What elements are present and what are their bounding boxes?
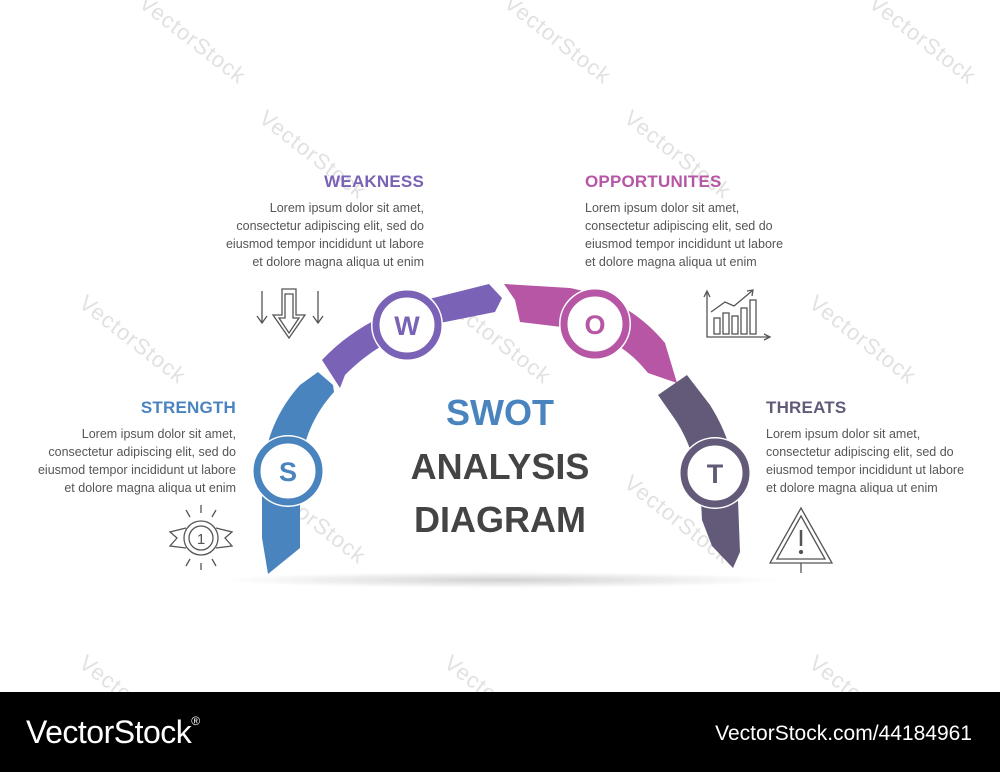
base-shadow: [222, 572, 782, 588]
footer-bar: VectorStock® VectorStock.com/44184961: [0, 692, 1000, 772]
text-line: eiusmod tempor incididunt ut labore: [225, 237, 424, 251]
text-line: et dolore magna aliqua ut enim: [585, 255, 757, 269]
svg-text:1: 1: [197, 531, 205, 548]
weakness-segment: [322, 284, 502, 388]
warning-sign-icon: [768, 506, 834, 573]
text-line: consectetur adipiscing elit, sed do: [585, 219, 773, 233]
weakness-circle: [371, 289, 443, 361]
center-title-diagram: DIAGRAM: [414, 499, 586, 540]
text-line: consectetur adipiscing elit, sed do: [48, 445, 236, 459]
growth-chart-icon: [703, 289, 772, 341]
brand-name: VectorStock: [26, 714, 192, 750]
swot-arc: S W O T 1: [168, 284, 834, 588]
brand-logo: VectorStock®: [26, 714, 200, 751]
text-line: consectetur adipiscing elit, sed do: [236, 219, 424, 233]
weakness-text: Lorem ipsum dolor sit amet, consectetur …: [184, 199, 424, 271]
award-medal-icon: 1: [168, 505, 234, 570]
strength-title: STRENGTH: [140, 398, 236, 417]
text-line: et dolore magna aliqua ut enim: [766, 481, 938, 495]
registered-mark: ®: [191, 714, 200, 728]
text-line: eiusmod tempor incididunt ut labore: [766, 463, 965, 477]
text-line: Lorem ipsum dolor sit amet,: [585, 201, 740, 215]
threats-circle: [679, 437, 751, 509]
strength-circle: [252, 435, 324, 507]
threats-text: Lorem ipsum dolor sit amet, consectetur …: [766, 425, 996, 497]
weakness-letter: W: [394, 311, 420, 341]
opportunities-text: Lorem ipsum dolor sit amet, consectetur …: [585, 199, 825, 271]
text-line: et dolore magna aliqua ut enim: [64, 481, 236, 495]
text-line: Lorem ipsum dolor sit amet,: [269, 201, 424, 215]
center-title-analysis: ANALYSIS: [410, 446, 590, 487]
strength-letter: S: [279, 457, 297, 487]
opportunities-title: OPPORTUNITES: [585, 172, 722, 191]
strength-text: Lorem ipsum dolor sit amet, consectetur …: [0, 425, 236, 497]
weakness-title: WEAKNESS: [324, 172, 424, 191]
text-line: et dolore magna aliqua ut enim: [252, 255, 424, 269]
stock-id: VectorStock.com/44184961: [715, 722, 972, 745]
text-line: eiusmod tempor incididunt ut labore: [37, 463, 236, 477]
opportunities-segment: [504, 284, 677, 383]
diagram-canvas: VectorStock VectorStock VectorStock Vect…: [0, 0, 996, 692]
text-line: consectetur adipiscing elit, sed do: [766, 445, 954, 459]
down-arrows-icon: [256, 288, 324, 340]
threats-title: THREATS: [766, 398, 847, 417]
opportunities-letter: O: [584, 310, 605, 340]
opportunities-circle: [559, 288, 631, 360]
center-title-swot: SWOT: [446, 392, 554, 433]
threats-letter: T: [707, 459, 724, 489]
text-line: Lorem ipsum dolor sit amet,: [81, 427, 236, 441]
text-line: eiusmod tempor incididunt ut labore: [585, 237, 784, 251]
text-line: Lorem ipsum dolor sit amet,: [766, 427, 921, 441]
